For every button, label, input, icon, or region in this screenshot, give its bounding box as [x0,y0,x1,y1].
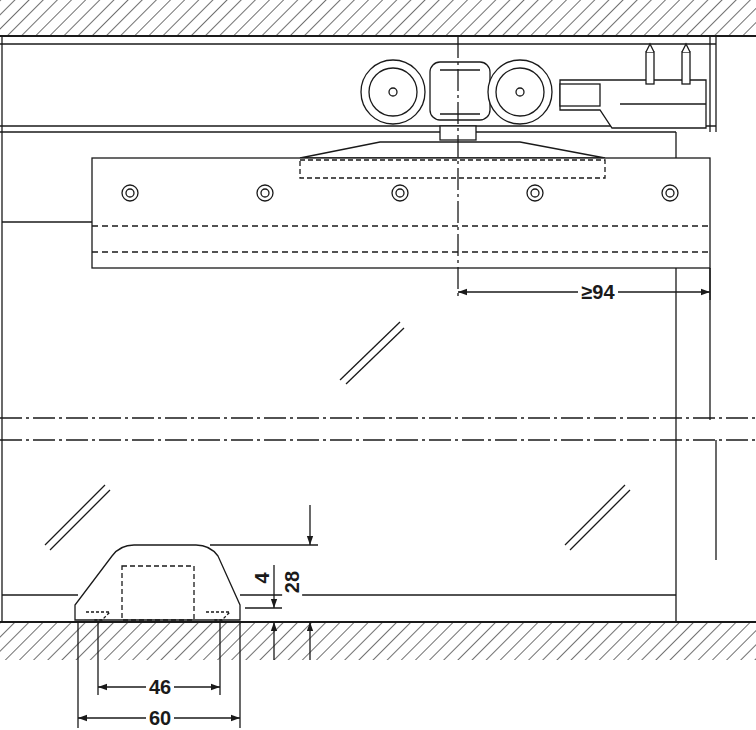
dimension-label: 4 [252,569,272,586]
dimension-label: 28 [282,568,302,596]
dimension-label: 60 [146,708,174,728]
dimension-label: ≥94 [578,282,617,302]
dimension-label: 46 [146,677,174,697]
